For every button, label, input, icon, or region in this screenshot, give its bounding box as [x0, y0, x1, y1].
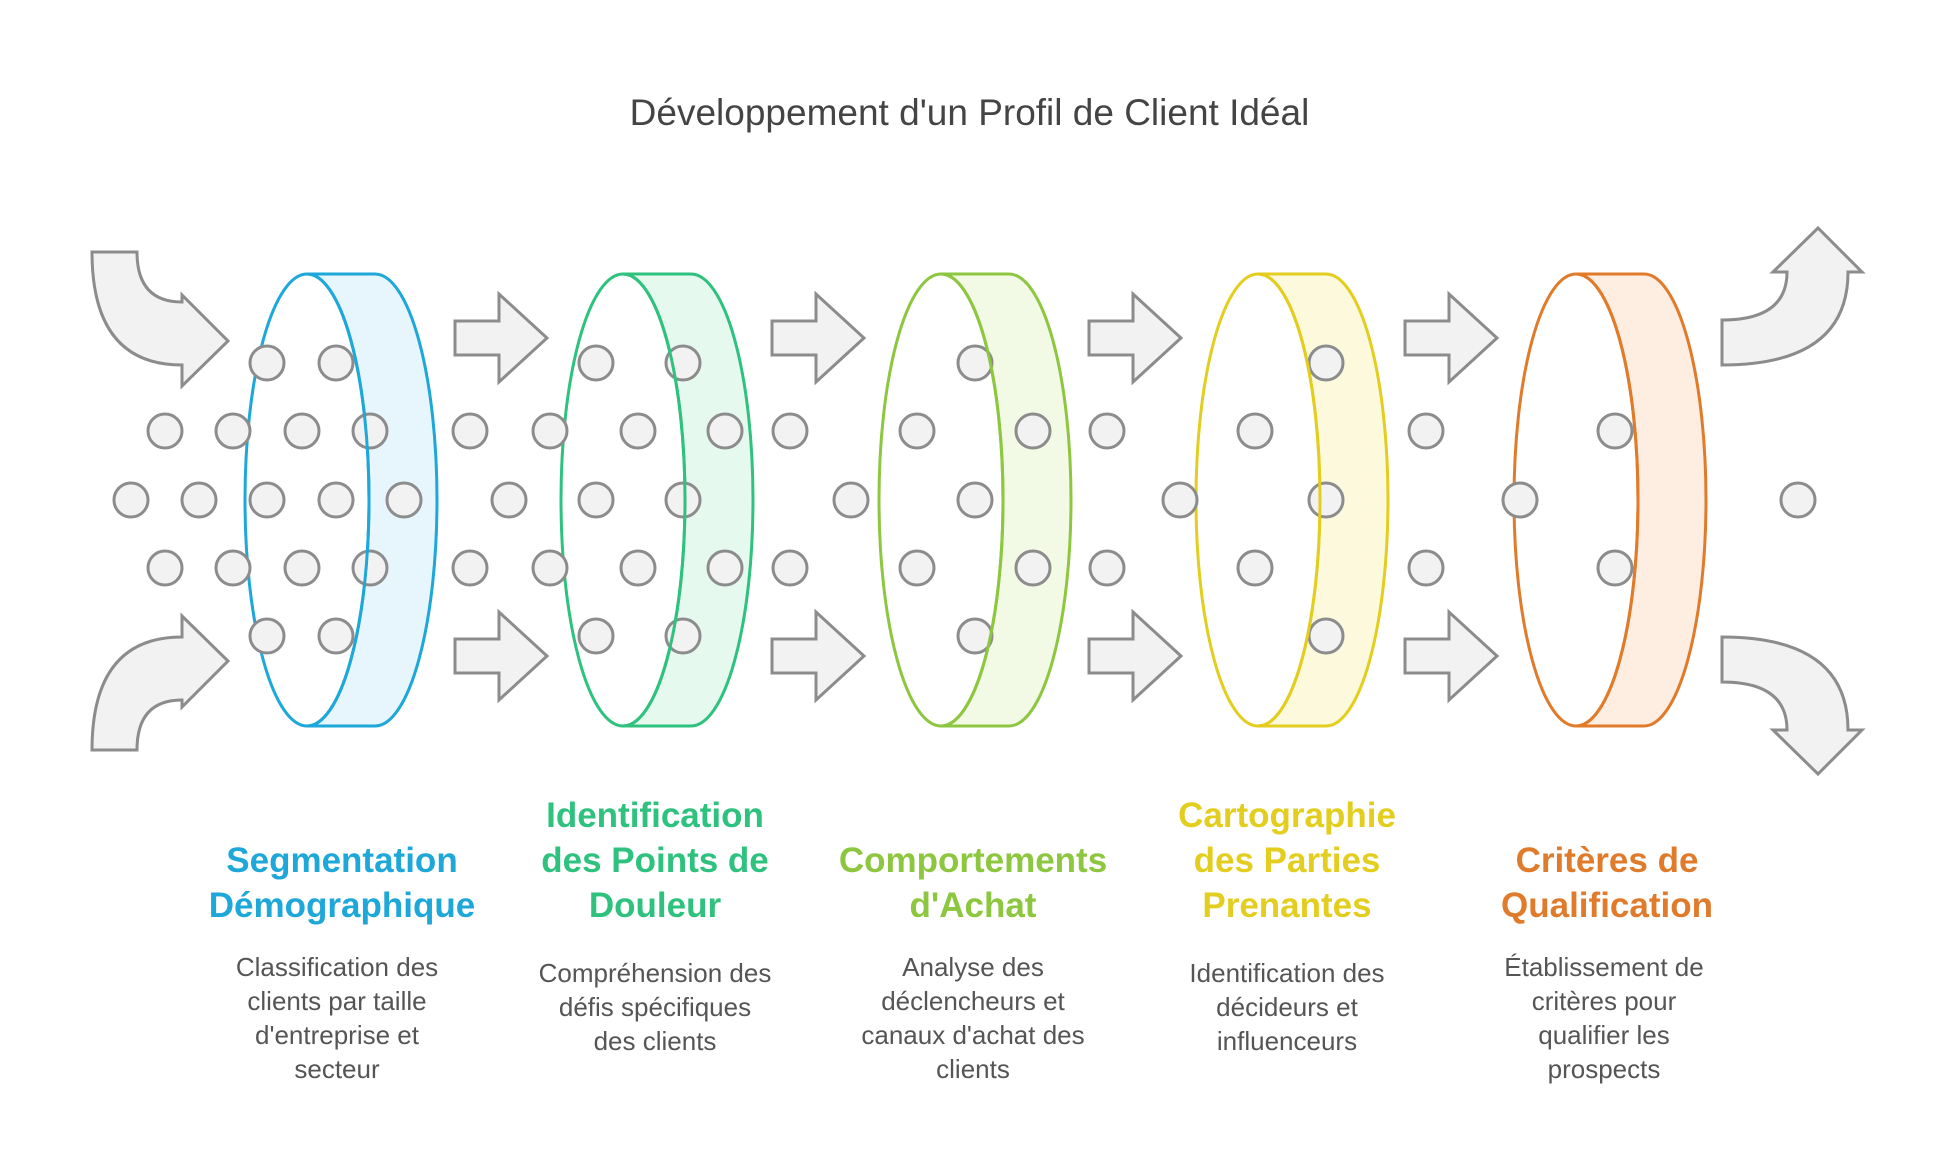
exit-arrow-bottom-icon [1720, 635, 1866, 777]
filter-ring-2-back [559, 272, 753, 728]
filters-front-layer [306, 272, 1708, 728]
arrow-top-4-icon [1403, 290, 1500, 386]
particle-dot-28 [664, 481, 702, 519]
particle-dot-16 [248, 617, 286, 655]
particle-dot-30 [706, 549, 744, 587]
particle-dot-43 [1088, 412, 1126, 450]
particle-dot-6 [351, 412, 389, 450]
particles-layer [112, 344, 1817, 655]
particle-dot-36 [956, 344, 994, 382]
particle-dot-37 [898, 412, 936, 450]
stage-1-title: Segmentation Démographique [208, 841, 476, 925]
particle-dot-3 [146, 412, 184, 450]
filter-ring-1-back [243, 272, 437, 728]
particle-dot-1 [248, 344, 286, 382]
particle-dot-40 [898, 549, 936, 587]
particle-dot-48 [1307, 481, 1345, 519]
particle-dot-23 [577, 344, 615, 382]
particle-dot-35 [771, 549, 809, 587]
arrow-bottom-2-icon [770, 608, 867, 704]
stage-3-title: Comportements d'Achat [838, 841, 1108, 925]
filter-ring-5-front [1575, 272, 1708, 728]
particle-dot-33 [771, 412, 809, 450]
particle-dot-54 [1596, 412, 1634, 450]
particle-dot-52 [1501, 481, 1539, 519]
particle-dot-27 [577, 481, 615, 519]
particle-dot-2 [317, 344, 355, 382]
particle-dot-29 [619, 549, 657, 587]
particle-dot-13 [214, 549, 252, 587]
exit-arrow-top-icon [1720, 225, 1866, 367]
particle-dot-17 [317, 617, 355, 655]
stage-5-title: Critères de Qualification [1501, 841, 1713, 925]
particle-dot-38 [1014, 412, 1052, 450]
particle-dot-56 [1779, 481, 1817, 519]
particle-dot-20 [490, 481, 528, 519]
arrow-top-3-icon [1087, 290, 1184, 386]
particle-dot-14 [283, 549, 321, 587]
stage-2-title: Identification des Points de Douleur [541, 796, 769, 925]
filter-ring-4-back [1194, 272, 1388, 728]
particle-dot-26 [706, 412, 744, 450]
particle-dot-15 [351, 549, 389, 587]
particle-dot-41 [1014, 549, 1052, 587]
filter-ring-5-back [1512, 272, 1706, 728]
particle-dot-34 [832, 481, 870, 519]
stage-4-description: Identification des décideurs et influenc… [1189, 958, 1385, 1056]
arrow-bottom-1-icon [453, 608, 550, 704]
page-title: Développement d'un Profil de Client Idéa… [629, 92, 1310, 133]
stage-1-description: Classification des clients par taille d'… [235, 952, 439, 1084]
arrow-top-1-icon [453, 290, 550, 386]
particle-dot-50 [1307, 617, 1345, 655]
particle-dot-8 [180, 481, 218, 519]
particle-dot-21 [451, 549, 489, 587]
filter-ring-4-front [1257, 272, 1390, 728]
arrow-top-2-icon [770, 290, 867, 386]
particle-dot-55 [1596, 549, 1634, 587]
particle-dot-11 [385, 481, 423, 519]
particle-dot-9 [248, 481, 286, 519]
filter-ring-3-front [940, 272, 1073, 728]
particle-dot-39 [956, 481, 994, 519]
filter-ring-2-front [622, 272, 755, 728]
particle-dot-49 [1236, 549, 1274, 587]
particle-dot-18 [451, 412, 489, 450]
particle-dot-7 [112, 481, 150, 519]
stage-2-description: Compréhension des défis spécifiques des … [538, 958, 772, 1056]
stage-4-title: Cartographie des Parties Prenantes [1178, 796, 1396, 925]
stage-3-description: Analyse des déclencheurs et canaux d'ach… [861, 952, 1085, 1084]
particle-dot-45 [1088, 549, 1126, 587]
particle-dot-25 [619, 412, 657, 450]
particle-dot-53 [1407, 549, 1445, 587]
arrow-bottom-3-icon [1087, 608, 1184, 704]
entry-arrow-top-icon [90, 250, 231, 390]
particle-dot-44 [1161, 481, 1199, 519]
particle-dot-19 [531, 412, 569, 450]
particle-dot-51 [1407, 412, 1445, 450]
particle-dot-5 [283, 412, 321, 450]
particle-dot-12 [146, 549, 184, 587]
filter-ring-1-front [306, 272, 439, 728]
particle-dot-46 [1307, 344, 1345, 382]
particle-dot-31 [577, 617, 615, 655]
particle-dot-22 [531, 549, 569, 587]
arrows-layer [90, 225, 1866, 777]
stage-5-description: Établissement de critères pour qualifier… [1504, 952, 1704, 1084]
filters-back-layer [243, 272, 1706, 728]
particle-dot-4 [214, 412, 252, 450]
arrow-bottom-4-icon [1403, 608, 1500, 704]
particle-dot-47 [1236, 412, 1274, 450]
particle-dot-10 [317, 481, 355, 519]
entry-arrow-bottom-icon [90, 612, 231, 752]
